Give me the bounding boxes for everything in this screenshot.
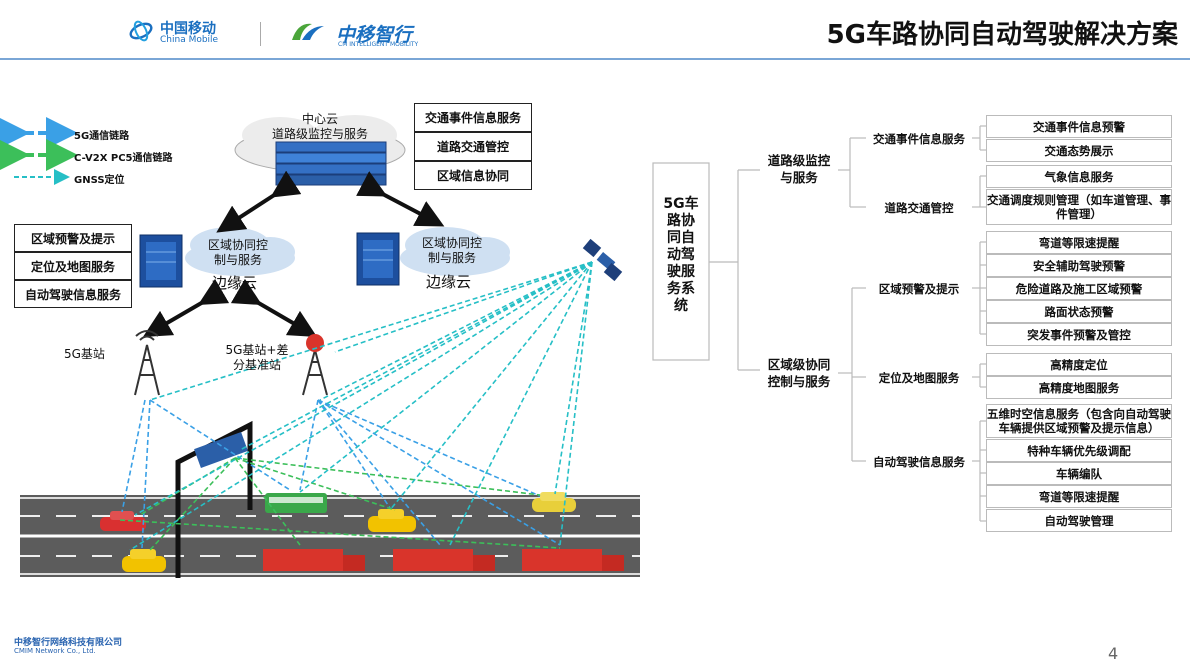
footer-company-cn: 中移智行网络科技有限公司 (14, 638, 123, 648)
center-cloud-label: 中心云 道路级监控与服务 (271, 112, 368, 141)
edge-service-positioning-map: 定位及地图服务 (14, 252, 132, 280)
roadside-unit-icon (194, 432, 248, 468)
cm-intelligent-logo-en: CM INTELLIGENT MOBILITY (338, 41, 419, 48)
tree-group-road-level: 道路级监控 与服务 (767, 153, 831, 185)
edge-server-right-icon (356, 232, 400, 286)
legend-label-pc5: C-V2X PC5通信链路 (74, 153, 173, 164)
header-divider (0, 58, 1190, 60)
network-diagram (0, 115, 640, 578)
tree-item: 车辆编队 (986, 462, 1172, 485)
cm-intelligent-logo-icon (288, 20, 332, 44)
tree-sub-autonomous: 自动驾驶信息服务 (873, 455, 965, 469)
vehicle-yellow-car-2 (368, 509, 416, 532)
logo-separator (260, 22, 261, 46)
center-service-traffic-control: 道路交通管控 (414, 132, 532, 161)
page-number: 4 (1108, 644, 1119, 663)
edge-cloud-left-shape (185, 227, 295, 276)
footer-company-en: CMIM Network Co., Ltd. (14, 647, 96, 655)
tree-sub-positioning: 定位及地图服务 (878, 371, 960, 385)
edge-cloud-right-shape (400, 227, 510, 276)
vehicle-yellow-car-1 (122, 549, 166, 572)
tree-sub-traffic-control: 道路交通管控 (884, 201, 954, 215)
tree-item: 特种车辆优先级调配 (986, 439, 1172, 462)
tree-item: 交通调度规则管理（如车道管理、事件管理） (986, 189, 1172, 225)
center-service-regional-coordination: 区域信息协同 (414, 161, 532, 190)
edge-cloud-left-label: 区域协同控 制与服务 (207, 238, 268, 267)
service-tree-connectors (652, 125, 986, 522)
edge-cloud-right-caption: 边缘云 (426, 273, 472, 291)
tree-item: 弯道等限速提醒 (986, 231, 1172, 254)
backbone-links (142, 170, 445, 338)
station-5g-label: 5G基站 (64, 347, 105, 361)
center-server-icon (275, 141, 387, 186)
tree-item: 危险道路及施工区域预警 (986, 277, 1172, 300)
tree-item: 高精度地图服务 (986, 376, 1172, 399)
tree-item: 突发事件预警及管控 (986, 323, 1172, 346)
edge-service-autonomous-info: 自动驾驶信息服务 (14, 280, 132, 308)
5g-links (121, 399, 561, 549)
legend-label-5g: 5G通信链路 (74, 131, 130, 142)
vehicle-truck-3 (522, 549, 624, 571)
china-mobile-logo-en: China Mobile (160, 35, 219, 45)
tree-item: 路面状态预警 (986, 300, 1172, 323)
station-diff-label: 5G基站+差 分基准站 (225, 343, 289, 372)
gnss-links (129, 261, 593, 551)
tree-item: 交通态势展示 (986, 139, 1172, 162)
tree-item: 交通事件信息预警 (986, 115, 1172, 138)
tree-item: 气象信息服务 (986, 165, 1172, 188)
edge-cloud-left-caption: 边缘云 (212, 274, 258, 292)
vehicle-green-bus (265, 493, 327, 513)
location-pin-icon (306, 334, 324, 352)
tree-item: 安全辅助驾驶预警 (986, 254, 1172, 277)
vehicle-truck-2 (393, 549, 495, 571)
tree-root: 5G车 路协 同自 动驾 驶服 务系 统 (663, 196, 699, 314)
tree-group-regional: 区域级协同 控制与服务 (767, 357, 831, 389)
center-service-traffic-event: 交通事件信息服务 (414, 103, 532, 132)
china-mobile-logo-cn: 中国移动 (160, 21, 216, 37)
vehicle-red-car (100, 511, 146, 531)
tree-item: 高精度定位 (986, 353, 1172, 376)
vehicle-truck-1 (263, 549, 365, 571)
china-mobile-logo-icon (128, 18, 154, 44)
edge-service-regional-warning: 区域预警及提示 (14, 224, 132, 252)
tree-sub-traffic-event: 交通事件信息服务 (873, 132, 965, 146)
tree-item: 自动驾驶管理 (986, 509, 1172, 532)
edge-cloud-right-label: 区域协同控 制与服务 (421, 236, 482, 265)
legend-label-gnss: GNSS定位 (74, 175, 125, 186)
tree-sub-regional-warning: 区域预警及提示 (878, 282, 960, 296)
tree-item: 弯道等限速提醒 (986, 485, 1172, 508)
header-band (0, 0, 1190, 60)
tower-5g-icon (134, 330, 160, 396)
satellite-icon (582, 238, 623, 282)
page-title: 5G车路协同自动驾驶解决方案 (826, 20, 1178, 50)
tree-item: 五维时空信息服务（包含向自动驾驶车辆提供区域预警及提示信息） (986, 404, 1172, 438)
cm-intelligent-logo-cn: 中移智行 (336, 24, 413, 46)
